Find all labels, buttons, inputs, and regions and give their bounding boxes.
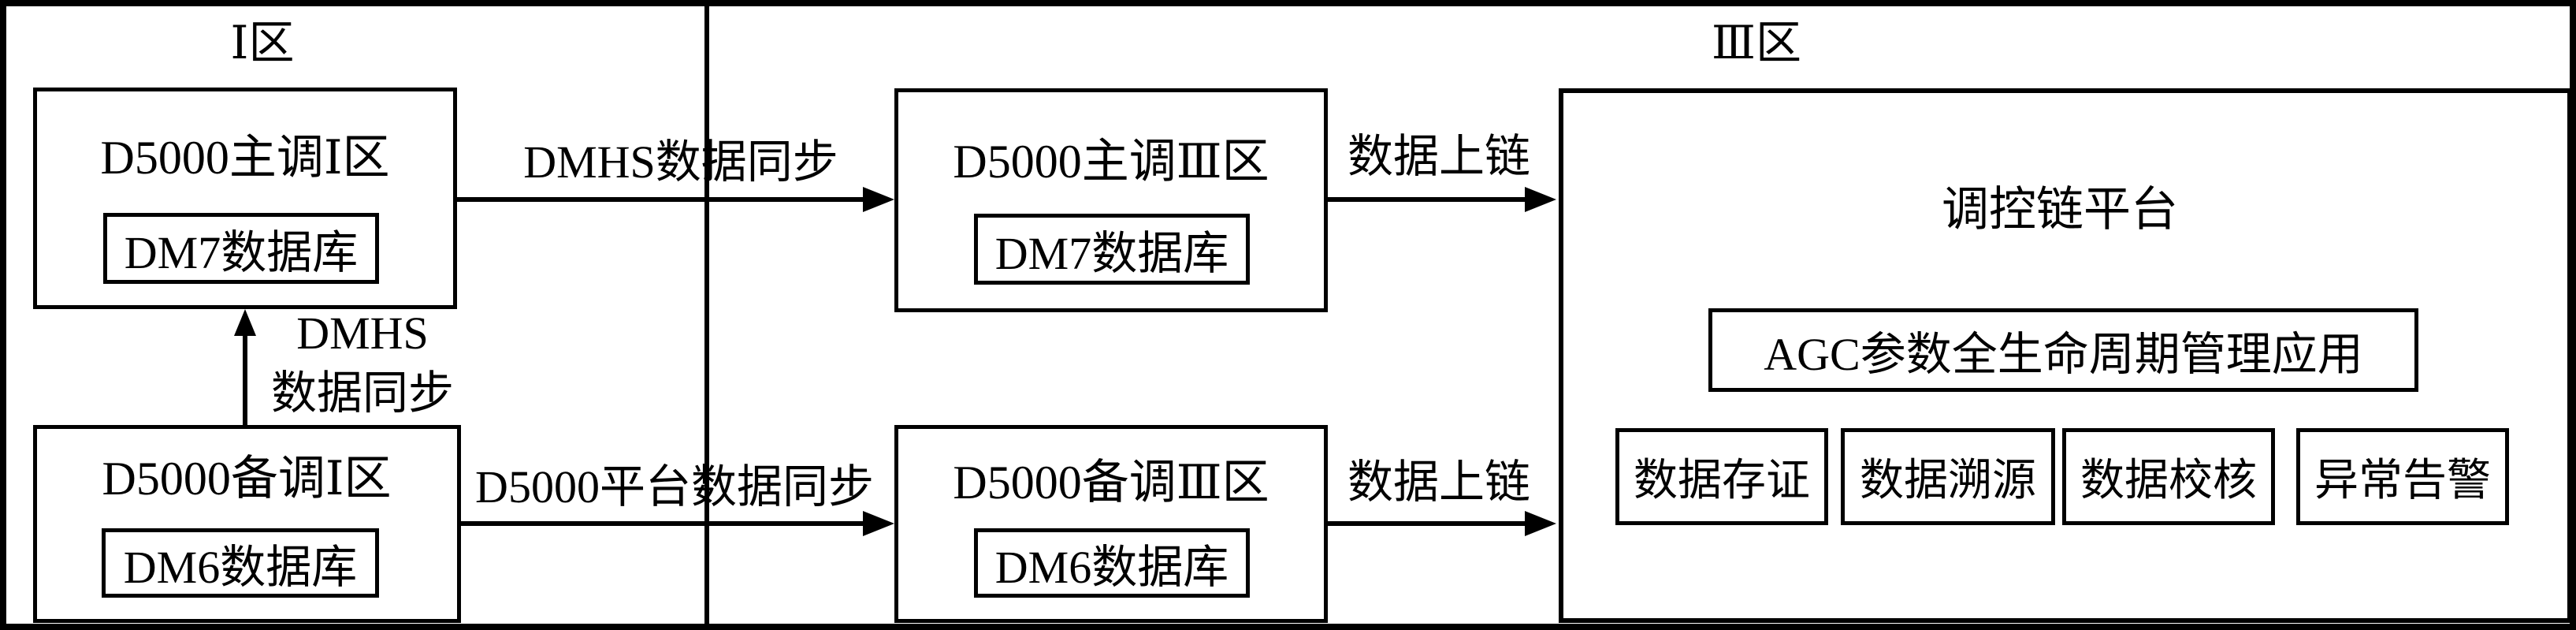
module-anomaly-alarm: 异常告警 (2296, 428, 2509, 525)
zone-1-label: Ⅰ区 (230, 17, 295, 69)
module-data-trace: 数据溯源 (1841, 428, 2055, 525)
arrow-dmhs-sync-shaft (457, 197, 867, 202)
arrow-dmhs-sync-head-icon (863, 187, 894, 212)
agc-lifecycle-app-box: AGC参数全生命周期管理应用 (1708, 308, 2418, 392)
node-d5000-backup-zone3: D5000备调Ⅲ区 DM6数据库 (894, 425, 1328, 623)
node-d5000-master-zone1-title: D5000主调Ⅰ区 (100, 132, 390, 184)
zone-3-label: Ⅲ区 (1712, 17, 1801, 69)
label-dmhs-sync: DMHS数据同步 (523, 136, 838, 188)
arrow-platform-sync-shaft (461, 521, 867, 526)
label-platform-sync: D5000平台数据同步 (475, 461, 874, 513)
node-d5000-master-zone3-title: D5000主调Ⅲ区 (953, 136, 1269, 188)
platform-title: 调控链平台 (1942, 184, 2178, 236)
label-upchain-top: 数据上链 (1347, 131, 1531, 183)
zone-divider-line (704, 6, 709, 624)
node-d5000-master-zone1: D5000主调Ⅰ区 DM7数据库 (33, 88, 457, 309)
arrow-upchain-bottom-head-icon (1525, 511, 1556, 536)
db-dm7-zone3: DM7数据库 (974, 214, 1250, 285)
arrow-upchain-bottom-shaft (1324, 521, 1529, 526)
db-dm7-zone1: DM7数据库 (103, 213, 379, 284)
arrow-upchain-top-head-icon (1525, 187, 1556, 212)
node-d5000-backup-zone1-title: D5000备调Ⅰ区 (102, 453, 392, 505)
arrow-platform-sync-head-icon (863, 511, 894, 536)
label-dmhs-vertical: DMHS 数据同步 (271, 304, 454, 423)
label-upchain-bottom: 数据上链 (1347, 457, 1531, 509)
node-d5000-master-zone3: D5000主调Ⅲ区 DM7数据库 (894, 88, 1328, 312)
node-d5000-backup-zone3-title: D5000备调Ⅲ区 (953, 457, 1269, 509)
label-dmhs-vertical-line2: 数据同步 (270, 367, 455, 419)
module-data-check: 数据校核 (2062, 428, 2275, 525)
db-dm6-zone1: DM6数据库 (102, 528, 379, 598)
module-data-deposit: 数据存证 (1615, 428, 1828, 525)
node-d5000-backup-zone1: D5000备调Ⅰ区 DM6数据库 (33, 425, 461, 623)
node-control-chain-platform: 调控链平台 AGC参数全生命周期管理应用 数据存证 数据溯源 数据校核 异常告警 (1559, 88, 2570, 623)
db-dm6-zone3: DM6数据库 (974, 528, 1250, 598)
arrow-upchain-top-shaft (1324, 197, 1529, 202)
arrow-dmhs-vertical-head-icon (234, 309, 256, 336)
label-dmhs-vertical-line1: DMHS (296, 308, 429, 359)
arrow-dmhs-vertical-shaft (243, 331, 247, 425)
